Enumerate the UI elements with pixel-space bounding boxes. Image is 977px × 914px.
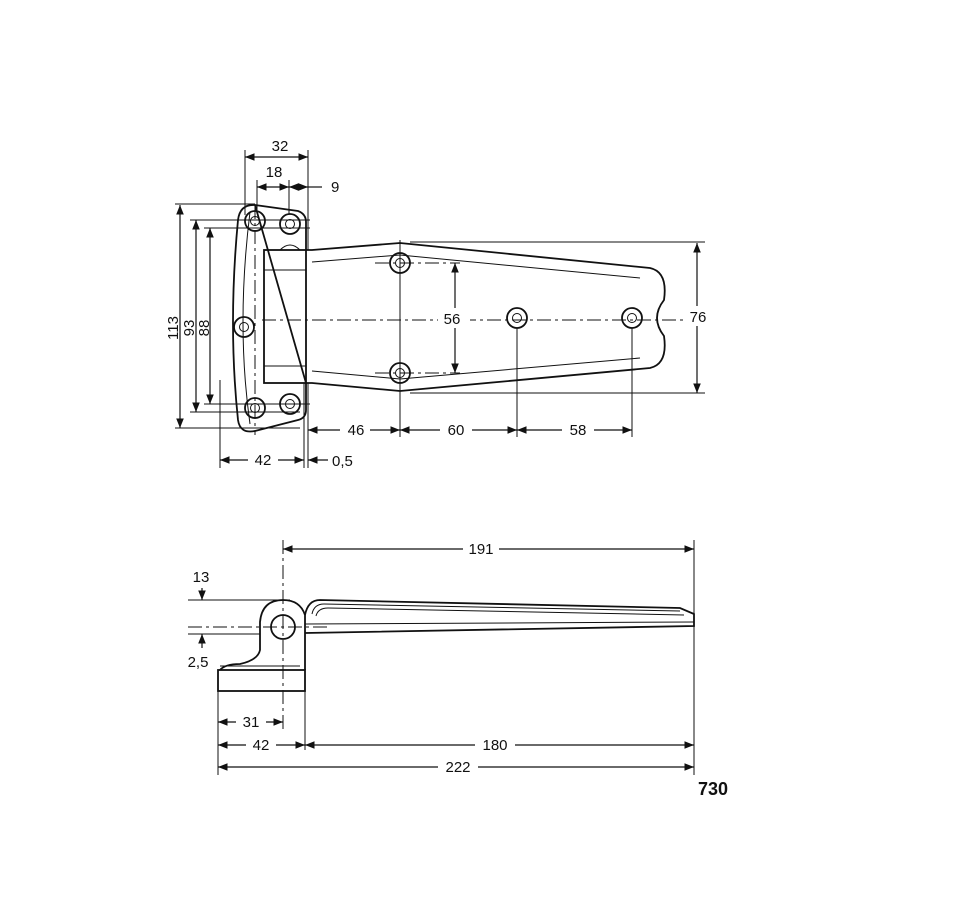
- screw-hole: [621, 307, 643, 329]
- hinge-leaf-outline: [306, 242, 666, 392]
- dim-222: 222: [445, 759, 470, 776]
- drawing-code: 730: [698, 779, 728, 799]
- dim-113: 113: [165, 316, 182, 340]
- top-view: 32 18 9 113 93 88 42 0,5 46 60 58 56 76: [165, 138, 714, 470]
- side-view: 191 13 2,5 31 42 180 222: [188, 539, 695, 776]
- dim-46: 46: [348, 422, 365, 439]
- dim-93: 93: [181, 320, 198, 337]
- dim-191: 191: [468, 541, 493, 558]
- dim-88: 88: [196, 320, 213, 337]
- dim-32: 32: [272, 138, 289, 155]
- dim-31: 31: [243, 714, 260, 731]
- dim-42-top: 42: [255, 452, 272, 469]
- hinge-knuckle: [263, 249, 307, 384]
- screw-hole: [233, 316, 255, 338]
- hinge-leaf-side: [304, 599, 695, 634]
- dim-9: 9: [331, 179, 339, 196]
- dim-60: 60: [448, 422, 465, 439]
- dim-0-5: 0,5: [332, 453, 353, 470]
- dim-2-5: 2,5: [188, 654, 209, 671]
- mounting-plate-outline: [232, 204, 307, 433]
- screw-hole: [506, 307, 528, 329]
- dim-13: 13: [193, 569, 210, 586]
- dim-58: 58: [570, 422, 587, 439]
- dim-56: 56: [444, 311, 461, 328]
- hinge-base: [217, 669, 306, 692]
- dim-42-side: 42: [253, 737, 270, 754]
- dim-76: 76: [690, 309, 707, 326]
- screw-hole: [244, 210, 266, 232]
- screw-hole: [279, 213, 301, 235]
- dim-18: 18: [266, 164, 283, 181]
- dim-180: 180: [482, 737, 507, 754]
